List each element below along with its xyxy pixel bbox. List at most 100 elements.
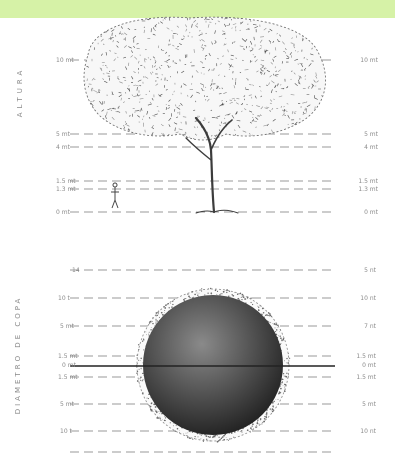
canopy-speckle [140, 107, 143, 111]
canopy-speckle [159, 93, 163, 97]
canopy-speckle [176, 33, 179, 36]
canopy-speckle [217, 20, 221, 23]
canopy-speckle [166, 27, 170, 30]
person-scale-figure [111, 182, 119, 209]
canopy-speckle [332, 106, 334, 108]
crown-speckle [168, 307, 170, 309]
crown-speckle [155, 410, 157, 412]
crown-speckle [284, 387, 286, 389]
canopy-speckle [248, 45, 251, 48]
canopy-speckle [235, 135, 239, 138]
canopy-speckle [256, 105, 260, 107]
canopy-speckle [269, 74, 272, 78]
canopy-speckle [86, 36, 89, 40]
height-labels-right: 10 mt 5 mt 4 mt 1.5 mt 1.3 mt 0 mt [358, 57, 378, 216]
crown-speckle [187, 432, 189, 434]
canopy-speckle [84, 63, 85, 65]
canopy-speckle [270, 89, 273, 94]
crown-sphere [143, 295, 283, 435]
crown-label-left: 5 mt [60, 323, 75, 330]
canopy-speckle [328, 19, 331, 21]
canopy-speckle [282, 109, 284, 111]
canopy-speckle [290, 20, 293, 22]
canopy-speckle [281, 61, 283, 64]
canopy-speckle [82, 116, 83, 119]
canopy-speckle [81, 22, 83, 23]
canopy-speckle [293, 23, 297, 27]
canopy-speckle [180, 103, 183, 106]
canopy-speckle [102, 15, 103, 17]
canopy-speckle [122, 131, 125, 133]
crown-speckle [156, 411, 158, 414]
crown-speckle [219, 438, 221, 441]
canopy-speckle [176, 107, 181, 110]
canopy-speckle [269, 28, 273, 32]
crown-speckle [136, 366, 138, 368]
canopy-speckle [331, 137, 332, 141]
canopy-speckle [224, 113, 229, 116]
crown-speckle [275, 323, 276, 325]
crown-speckle [149, 322, 151, 325]
canopy-speckle [293, 24, 295, 26]
crown-speckle [207, 292, 209, 294]
crown-speckle [137, 344, 140, 346]
crown-speckle [206, 438, 208, 440]
canopy-speckle [252, 84, 254, 87]
crown-speckle [146, 397, 148, 399]
canopy-speckle [249, 121, 252, 124]
canopy-speckle [199, 30, 201, 32]
canopy-speckle [231, 114, 235, 119]
canopy-speckle [235, 26, 237, 29]
canopy-speckle [191, 141, 195, 142]
canopy-speckle [125, 66, 128, 70]
canopy-speckle [330, 48, 331, 49]
crown-speckle [157, 311, 159, 313]
canopy-speckle [302, 102, 306, 104]
canopy-speckle [218, 74, 220, 76]
crown-speckle [281, 381, 283, 383]
crown-speckle [264, 415, 266, 418]
crown-speckle [196, 292, 198, 294]
crown-speckle [222, 290, 225, 293]
canopy-speckle [316, 80, 319, 83]
canopy-speckle [214, 40, 217, 43]
canopy-speckle [102, 64, 104, 66]
canopy-speckle [184, 131, 187, 134]
crown-speckle [172, 425, 174, 427]
canopy-speckle [261, 65, 265, 69]
canopy-speckle [242, 130, 247, 133]
canopy-speckle [277, 69, 281, 73]
crown-speckle [172, 423, 174, 425]
canopy-speckle [182, 116, 187, 118]
crown-speckle [277, 324, 279, 327]
crown-speckle [237, 297, 240, 300]
crown-speckle [210, 294, 212, 296]
crown-speckle [283, 375, 285, 377]
canopy-speckle [271, 129, 273, 133]
canopy-speckle [264, 50, 269, 52]
canopy-speckle [194, 143, 195, 144]
canopy-speckle [133, 84, 136, 86]
canopy-speckle [82, 24, 83, 27]
canopy-speckle [135, 85, 139, 87]
canopy-speckle [274, 47, 277, 51]
canopy-speckle [240, 21, 244, 25]
canopy-speckle [154, 137, 158, 139]
crown-speckle [208, 288, 210, 289]
crown-speckle [223, 434, 225, 437]
canopy-speckle [167, 107, 171, 109]
canopy-speckle [291, 37, 293, 39]
crown-speckle [258, 306, 260, 308]
canopy-speckle [260, 138, 263, 141]
canopy-speckle [163, 17, 166, 20]
canopy-speckle [94, 125, 97, 130]
canopy-speckle [248, 110, 253, 113]
crown-speckle [226, 291, 228, 294]
canopy-speckle [84, 110, 86, 113]
canopy-speckle [272, 58, 274, 62]
canopy-speckle [196, 22, 198, 26]
canopy-speckle [304, 67, 307, 71]
canopy-speckle [250, 49, 254, 52]
crown-speckle [265, 415, 267, 417]
canopy-speckle [324, 82, 326, 85]
